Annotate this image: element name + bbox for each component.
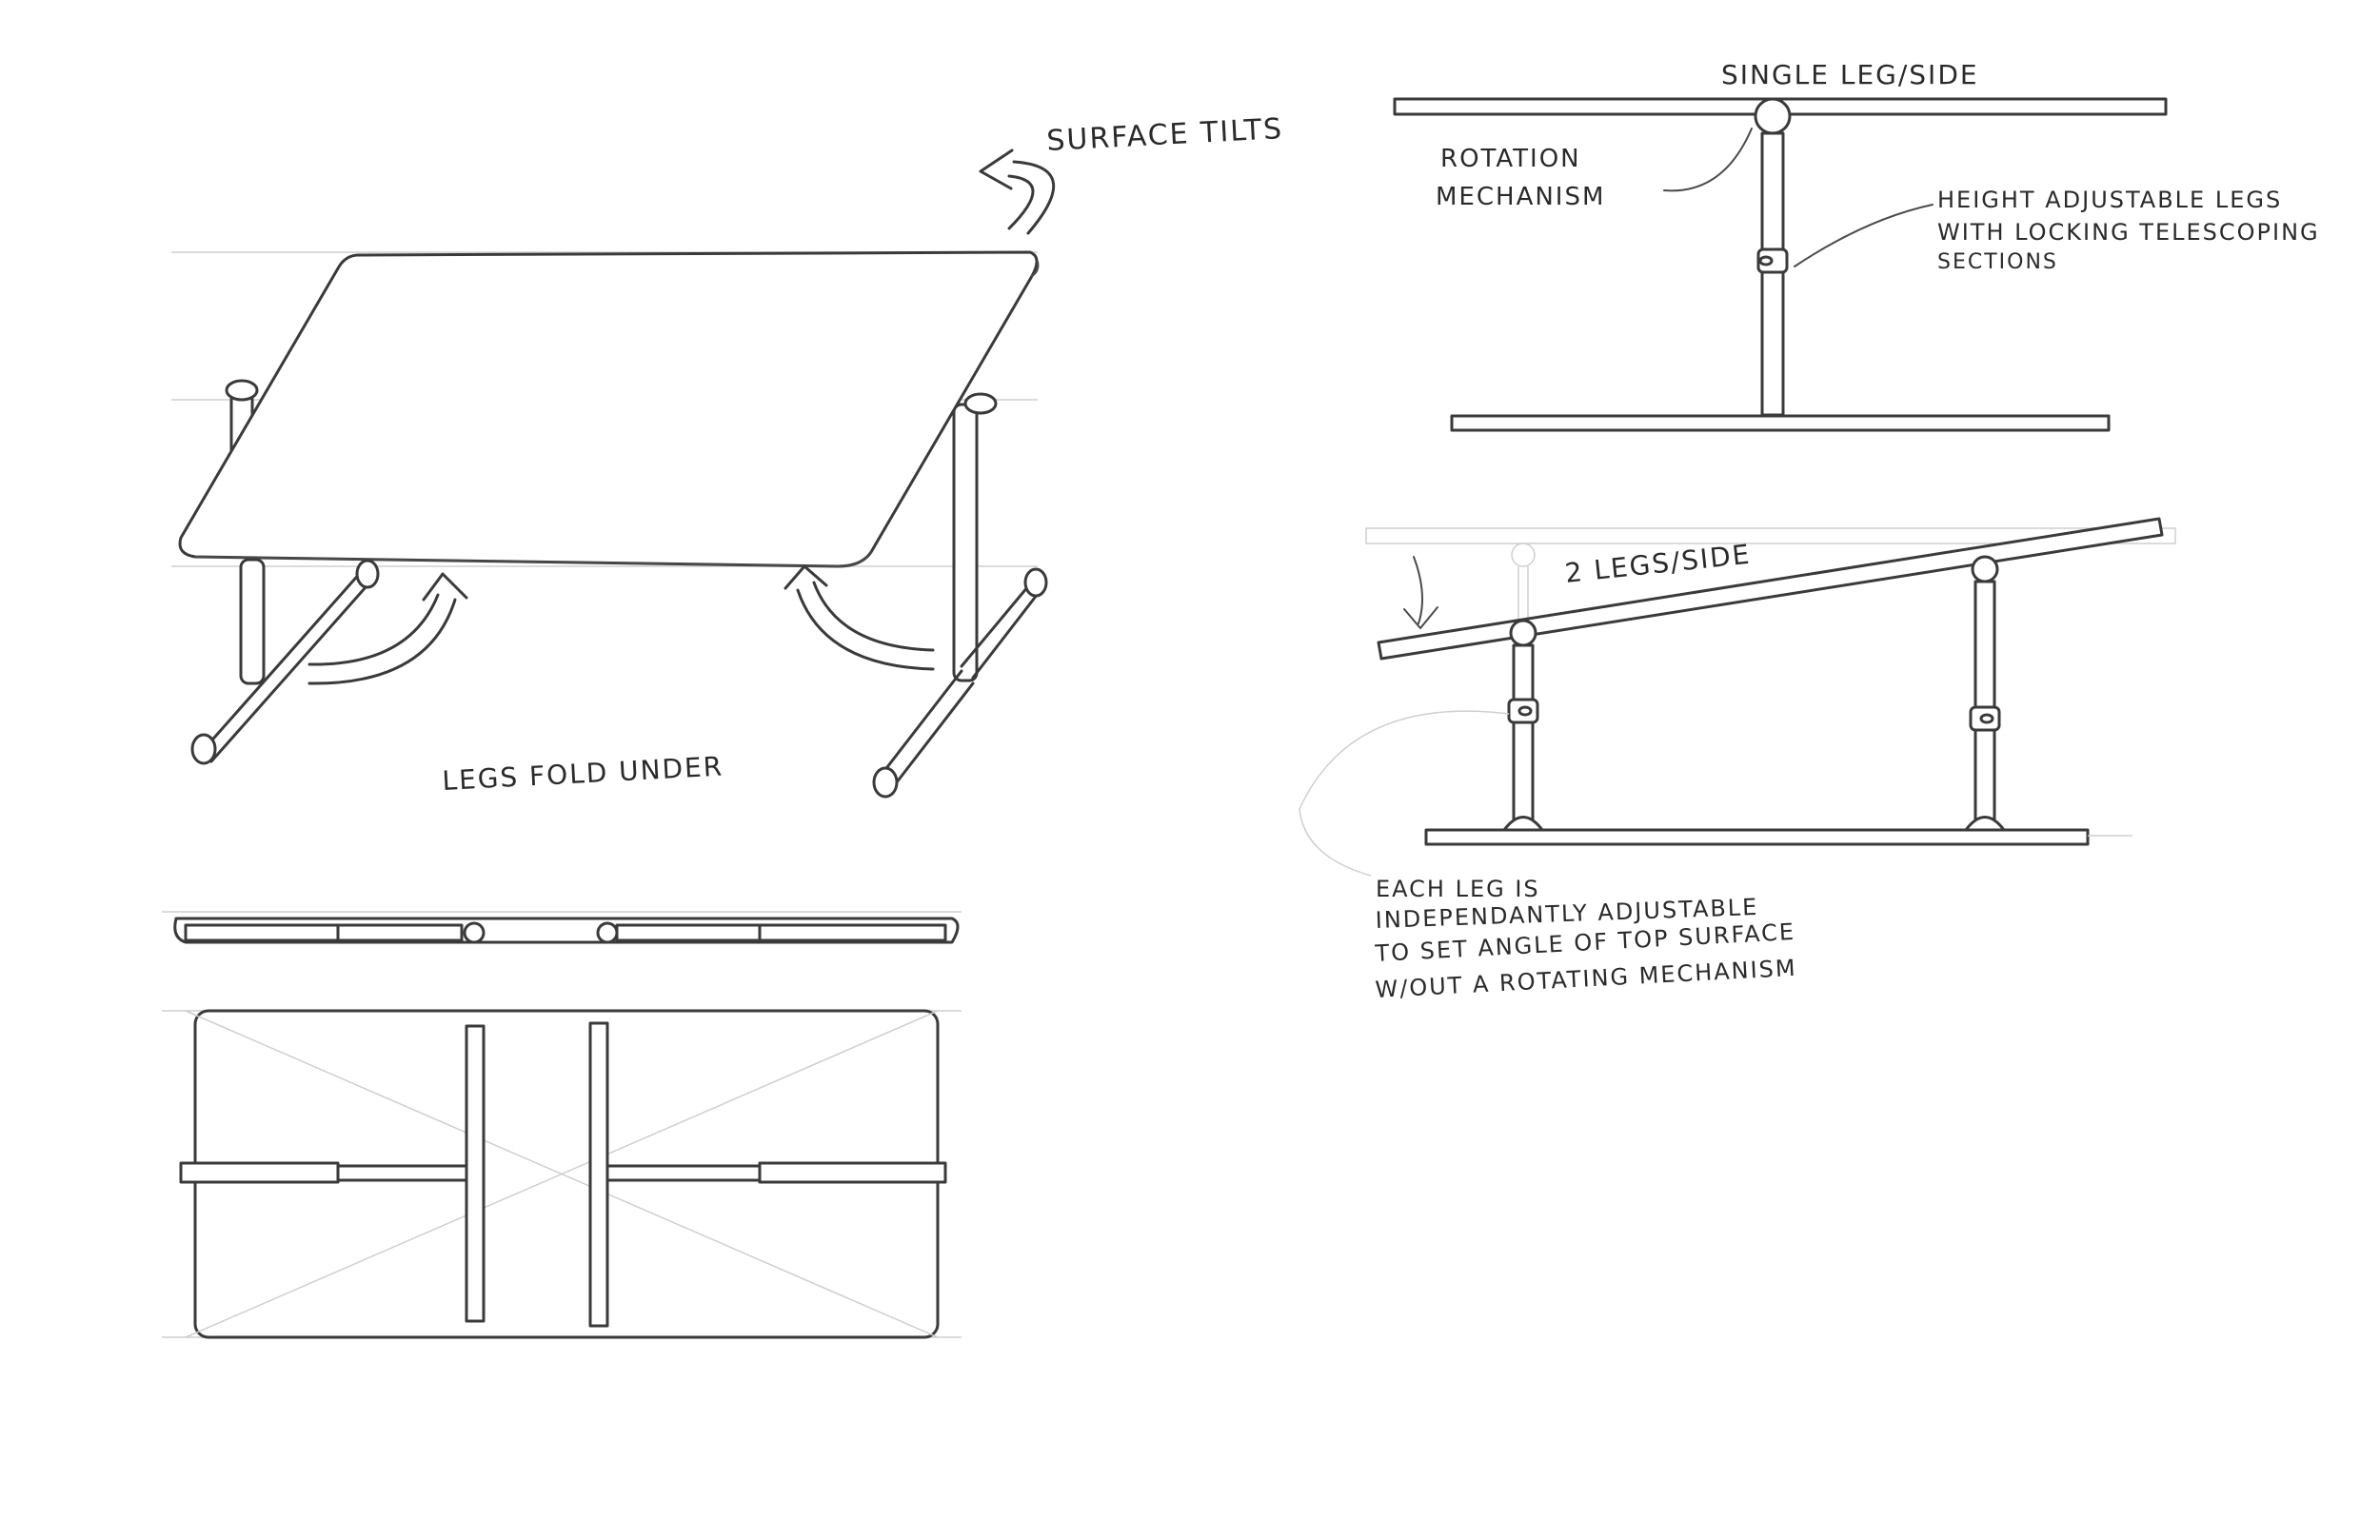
- two-leg-foot-bar: [1424, 828, 2090, 846]
- perspective-front-leg-right: [872, 567, 1048, 799]
- each-leg-label-line1: EACH LEG IS: [1376, 876, 1540, 902]
- two-legs-side-label: 2 LEGS/SIDE: [1563, 539, 1753, 589]
- height-adjustable-label-line1: HEIGHT ADJUSTABLE LEGS: [1937, 187, 2282, 213]
- single-leg-side-label: SINGLE LEG/SIDE: [1721, 59, 1979, 90]
- rotation-label-line2: MECHANISM: [1436, 183, 1605, 211]
- single-leg-view: SINGLE LEG/SIDE ROTATION MECHANISM HEIGH…: [1393, 59, 2320, 432]
- surface-tilts-label: SURFACE TILTS: [1046, 112, 1284, 158]
- single-leg-foot-bar: [1450, 414, 2111, 432]
- tilt-arrow-icon: [979, 148, 1056, 235]
- legs-fold-under-label: LEGS FOLD UNDER: [442, 751, 724, 797]
- top-view: [162, 1009, 962, 1339]
- perspective-back-leg-right: [952, 392, 998, 682]
- perspective-front-leg-left: [190, 558, 380, 765]
- edge-view: [162, 911, 962, 944]
- fold-arrow-right-icon: [783, 564, 935, 671]
- perspective-tabletop: [178, 250, 1039, 568]
- rotation-joint-icon: [1754, 97, 1792, 135]
- two-leg-tilted-top: [1377, 517, 2164, 661]
- tilt-down-arrow-icon: [1403, 556, 1438, 629]
- rotation-label-line1: ROTATION: [1440, 145, 1581, 173]
- height-adjustable-label-line3: SECTIONS: [1937, 250, 2058, 274]
- fold-arrow-left-icon: [307, 572, 468, 685]
- two-leg-view: 2 LEGS/SIDE EACH LEG IS INDEPENDANTLY AD…: [1299, 517, 2176, 1003]
- perspective-view: SURFACE TILTS LEGS FOLD UNDER: [171, 112, 1284, 799]
- height-adjustable-label-line2: WITH LOCKING TELESCOPING: [1937, 219, 2320, 246]
